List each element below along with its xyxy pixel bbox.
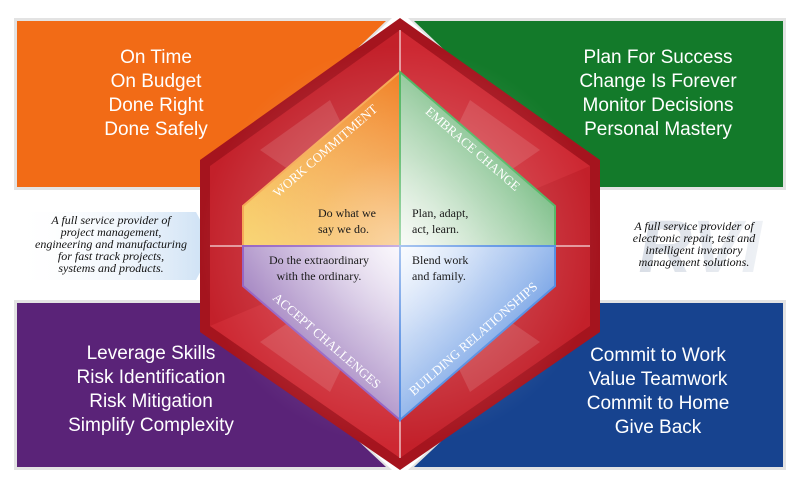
- building-relationships-text: Blend work and family.: [412, 252, 468, 284]
- quad-line: act, learn.: [412, 222, 459, 236]
- panel-line: Change Is Forever: [579, 71, 737, 92]
- panel-line: Commit to Home: [586, 393, 730, 414]
- panel-text-bottom-right: Commit to Work Value Teamwork Commit to …: [548, 344, 768, 440]
- side-note-line: intelligent inventory: [645, 243, 743, 257]
- work-commitment-text: Do what we say we do.: [318, 205, 376, 237]
- quad-line: say we do.: [318, 222, 369, 236]
- quad-line: Do what we: [318, 206, 376, 220]
- side-note-line: engineering and manufacturing: [35, 237, 187, 251]
- side-note-line: project management,: [60, 225, 162, 239]
- side-note-left: A full service provider of project manag…: [22, 214, 200, 274]
- panel-line: Leverage Skills: [86, 343, 216, 364]
- left-arrow-shape: [14, 212, 214, 280]
- panel-line: Risk Identification: [76, 367, 226, 388]
- side-note-line: systems and products.: [58, 261, 164, 275]
- rvi-logo: RVI: [638, 205, 763, 288]
- quad-line: Plan, adapt,: [412, 206, 469, 220]
- embrace-change-text: Plan, adapt, act, learn.: [412, 205, 468, 237]
- panel-line: Monitor Decisions: [582, 95, 734, 116]
- panel-line: Risk Mitigation: [89, 391, 213, 412]
- center-glow: [200, 18, 600, 470]
- panel-text-top-right: Plan For Success Change Is Forever Monit…: [548, 46, 768, 142]
- side-note-line: A full service provider of: [634, 219, 754, 233]
- panel-text-top-left: On Time On Budget Done Right Done Safely: [46, 46, 266, 142]
- panel-line: Value Teamwork: [588, 369, 728, 390]
- panel-line: Give Back: [614, 417, 702, 438]
- side-note-line: electronic repair, test and: [632, 231, 756, 245]
- panel-line: Commit to Work: [590, 345, 726, 366]
- side-note-right: A full service provider of electronic re…: [604, 220, 784, 268]
- side-note-line: for fast track projects,: [57, 249, 165, 263]
- quad-line: Do the extraordinary: [269, 253, 369, 267]
- panel-line: Personal Mastery: [584, 119, 732, 140]
- accept-challenges-text: Do the extraordinary with the ordinary.: [269, 252, 369, 284]
- panel-line: On Time: [120, 47, 192, 68]
- panel-line: On Budget: [110, 71, 202, 92]
- quad-line: Blend work: [412, 253, 469, 267]
- panel-line: Done Safely: [104, 119, 208, 140]
- panel-line: Done Right: [108, 95, 204, 116]
- side-note-line: A full service provider of: [51, 213, 171, 227]
- quad-line: with the ordinary.: [276, 269, 362, 283]
- quad-line: and family.: [412, 269, 466, 283]
- panel-line: Simplify Complexity: [68, 415, 234, 436]
- panel-line: Plan For Success: [583, 47, 733, 68]
- panel-text-bottom-left: Leverage Skills Risk Identification Risk…: [36, 342, 266, 438]
- side-note-line: management solutions.: [638, 255, 750, 269]
